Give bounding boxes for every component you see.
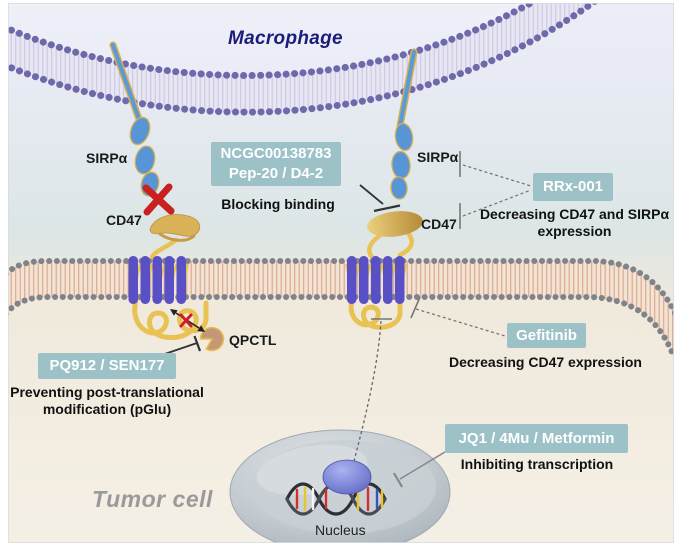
macrophage-interior bbox=[8, 3, 531, 76]
qpctl-label: QPCTL bbox=[229, 332, 277, 348]
tumor-membrane-beads-outer bbox=[8, 258, 674, 319]
macrophage-label: Macrophage bbox=[228, 28, 343, 49]
blocked-binding-x-icon bbox=[142, 183, 175, 216]
cd47-tm-helices-right bbox=[347, 256, 405, 304]
binding-blockers-line2: Pep-20 / D4-2 bbox=[228, 165, 324, 182]
jq1-mechanism: Inhibiting transcription bbox=[460, 456, 614, 472]
sirpa-right-label: SIRPα bbox=[417, 149, 459, 165]
binding-blockers-line1: NCGC00138783 bbox=[220, 145, 332, 163]
blocked-modification-x-icon bbox=[179, 313, 193, 328]
macrophage-membrane bbox=[8, 3, 599, 116]
tumor-membrane-beads-inner bbox=[8, 294, 674, 360]
tumor-cell-label: Tumor cell bbox=[92, 486, 213, 512]
binding-blockers-mechanism: Blocking binding bbox=[221, 196, 335, 212]
rrx-drug-label: RRx-001 bbox=[542, 178, 604, 196]
rrx-mechanism-line1: Decreasing CD47 and SIRPα bbox=[479, 206, 670, 222]
sirpa-receptor-right bbox=[390, 48, 418, 200]
binding-blockers-drug-box: NCGC00138783 Pep-20 / D4-2 bbox=[211, 142, 341, 186]
transcription-connector bbox=[353, 318, 392, 462]
rrx-drug-box: RRx-001 bbox=[533, 173, 613, 201]
sirpa-receptor-left bbox=[109, 41, 160, 197]
cd47-left-label: CD47 bbox=[106, 212, 142, 228]
rrx-mechanism: Decreasing CD47 and SIRPα expression bbox=[470, 206, 679, 241]
dna-helix bbox=[285, 459, 387, 516]
cd47-extracellular-domain-right bbox=[367, 211, 423, 237]
pq-drug-box: PQ912 / SEN177 bbox=[38, 353, 176, 379]
nucleus-label: Nucleus bbox=[315, 522, 366, 538]
jq1-inhibition-line bbox=[392, 451, 446, 488]
binding-inhibition-bar bbox=[359, 184, 401, 213]
gefitinib-mechanism: Decreasing CD47 expression bbox=[449, 354, 642, 370]
tumor-membrane bbox=[8, 258, 674, 360]
transcription-factor bbox=[322, 459, 372, 495]
macrophage-membrane-beads-inner bbox=[8, 3, 538, 79]
rrx-mechanism-line2: expression bbox=[537, 223, 612, 240]
cd47-right-label: CD47 bbox=[421, 216, 457, 232]
cd47-intracellular-loops-right bbox=[348, 297, 403, 330]
qpctl-enzyme bbox=[199, 326, 225, 352]
macrophage-membrane-beads-outer bbox=[8, 3, 599, 116]
qpctl-modification-arrow bbox=[170, 309, 205, 332]
jq1-drug-box: JQ1 / 4Mu / Metformin bbox=[445, 424, 628, 453]
cd47-tm-helices-left bbox=[128, 256, 186, 304]
sirpa-left-label: SIRPα bbox=[86, 150, 128, 166]
gefitinib-connector bbox=[410, 296, 506, 337]
pq-mechanism-line1: Preventing post-translational bbox=[10, 384, 204, 400]
jq1-drug-label: JQ1 / 4Mu / Metformin bbox=[458, 429, 615, 447]
gefitinib-drug-label: Gefitinib bbox=[516, 326, 577, 344]
rrx-connectors bbox=[459, 151, 532, 229]
pq-mechanism-line2: modification (pGlu) bbox=[42, 401, 172, 418]
cd47-receptor-right bbox=[345, 211, 423, 330]
pq-drug-label: PQ912 / SEN177 bbox=[49, 357, 165, 375]
gefitinib-drug-box: Gefitinib bbox=[507, 323, 586, 348]
pq-mechanism: Preventing post-translational modificati… bbox=[2, 384, 212, 419]
